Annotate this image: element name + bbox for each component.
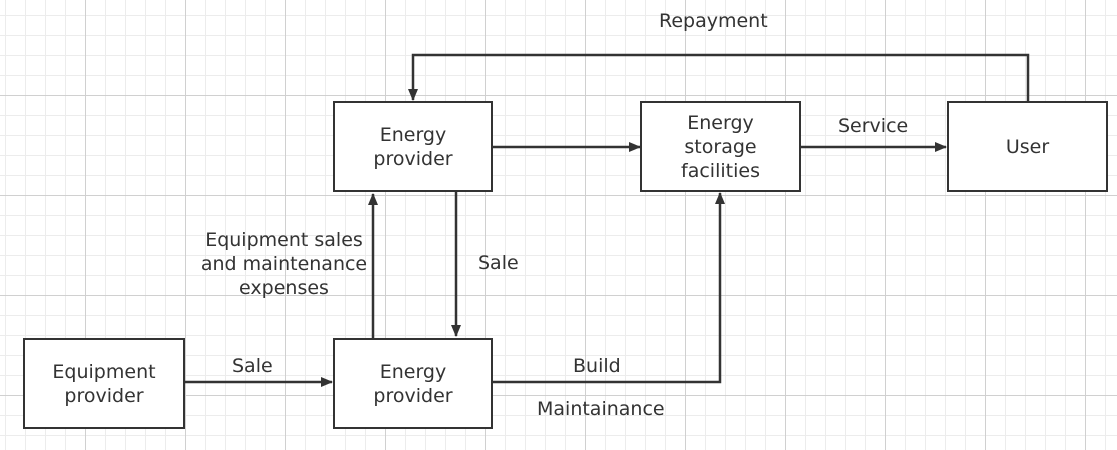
edge-build	[493, 192, 725, 384]
label-sale-horizontal: Sale	[232, 355, 273, 377]
label-repayment: Repayment	[659, 10, 768, 32]
label-service: Service	[838, 115, 909, 137]
node-energy-provider-top: Energy provider	[333, 101, 493, 192]
label-build: Build	[573, 355, 621, 377]
label-sale-vertical: Sale	[478, 252, 519, 274]
node-user: User	[947, 101, 1108, 192]
node-energy-storage-facilities: Energy storage facilities	[640, 101, 801, 192]
edge-repayment	[408, 53, 1030, 101]
node-equipment-provider: Equipment provider	[23, 338, 185, 429]
label-equipment-sales: Equipment sales and maintenance expenses	[200, 229, 368, 299]
label-maintainance: Maintainance	[537, 398, 665, 420]
node-energy-provider-bottom: Energy provider	[333, 338, 493, 429]
